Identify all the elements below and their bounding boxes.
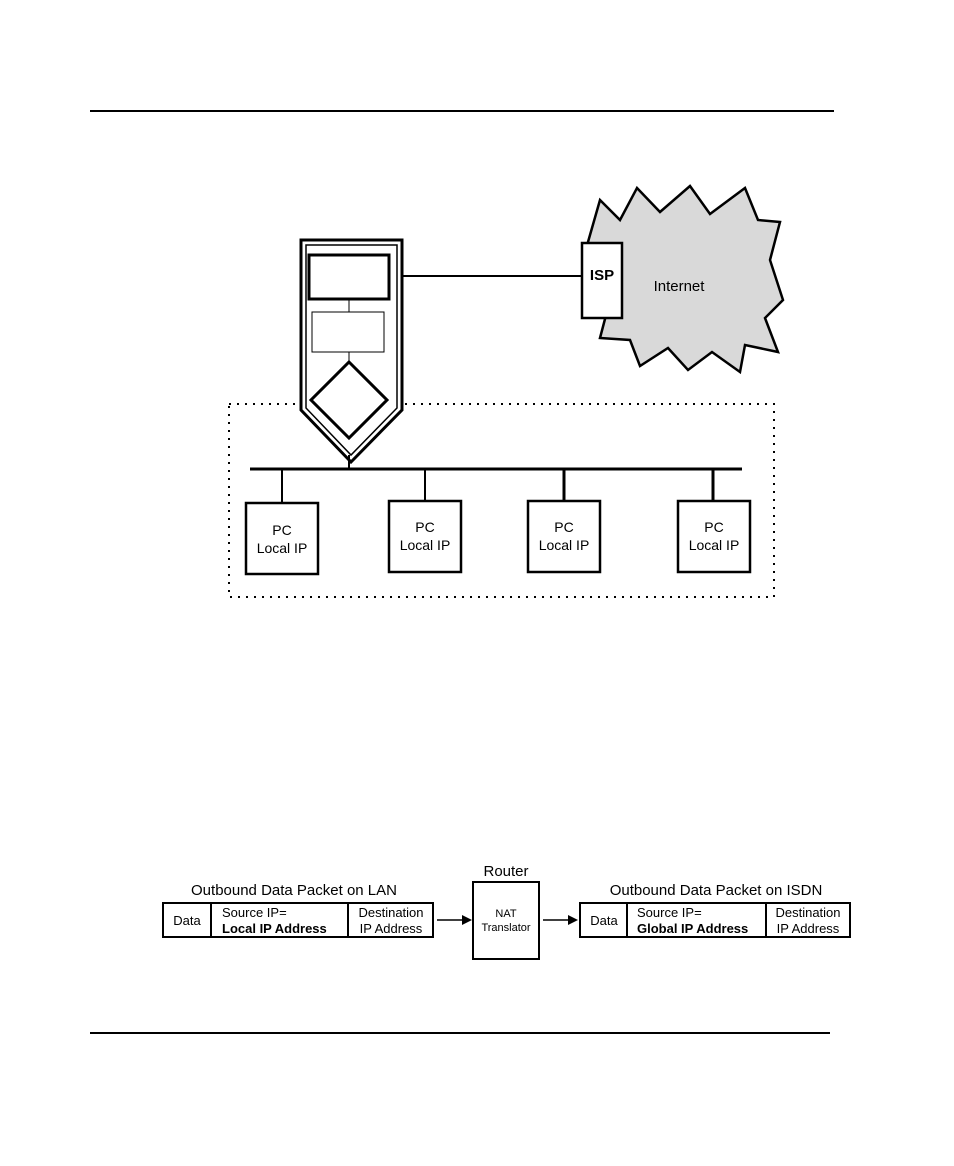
lan-data-field: Data [173, 913, 201, 928]
svg-text:Local IP: Local IP [689, 537, 740, 553]
pc-node: PC Local IP [387, 499, 463, 574]
isdn-dest-field: Destination [775, 905, 840, 920]
isdn-packet-title: Outbound Data Packet on ISDN [610, 882, 823, 899]
lan-boundary [228, 403, 775, 598]
svg-text:Local IP: Local IP [539, 537, 590, 553]
pc-node: PC Local IP [676, 499, 752, 574]
svg-text:Local IP Address: Local IP Address [222, 921, 327, 936]
svg-text:Local IP: Local IP [400, 537, 451, 553]
network-diagram: Internet ISP PC Local IP [228, 184, 785, 598]
pc-node: PC Local IP [526, 499, 602, 574]
svg-text:PC: PC [415, 519, 434, 535]
router-title: Router [483, 863, 528, 880]
svg-text:PC: PC [554, 519, 573, 535]
isp-box [580, 241, 624, 320]
lan-dest-field: Destination [358, 905, 423, 920]
svg-text:PC: PC [704, 519, 723, 535]
pc-node: PC Local IP [244, 501, 320, 576]
svg-text:IP Address: IP Address [360, 921, 423, 936]
arrow-right-icon [437, 915, 472, 925]
lan-source-field: Source IP= [222, 905, 287, 920]
isdn-source-field: Source IP= [637, 905, 702, 920]
internet-label: Internet [654, 278, 706, 295]
svg-text:Global IP Address: Global IP Address [637, 921, 748, 936]
lan-packet-title: Outbound Data Packet on LAN [191, 882, 397, 899]
nat-translator-box: NAT Translator [472, 881, 540, 960]
router-device-icon [299, 238, 404, 465]
svg-text:IP Address: IP Address [777, 921, 840, 936]
nat-diagram: Outbound Data Packet on LAN Data Source … [162, 863, 851, 960]
svg-text:NAT: NAT [495, 908, 516, 920]
internet-cloud-icon [586, 184, 785, 375]
svg-text:Translator: Translator [481, 922, 530, 934]
isp-label: ISP [590, 267, 614, 284]
arrow-right-icon [543, 915, 578, 925]
isdn-data-field: Data [590, 913, 618, 928]
svg-text:PC: PC [272, 522, 291, 538]
svg-text:Local IP: Local IP [257, 540, 308, 556]
isdn-packet: Data Source IP= Global IP Address Destin… [579, 902, 851, 938]
lan-packet: Data Source IP= Local IP Address Destina… [162, 902, 434, 938]
